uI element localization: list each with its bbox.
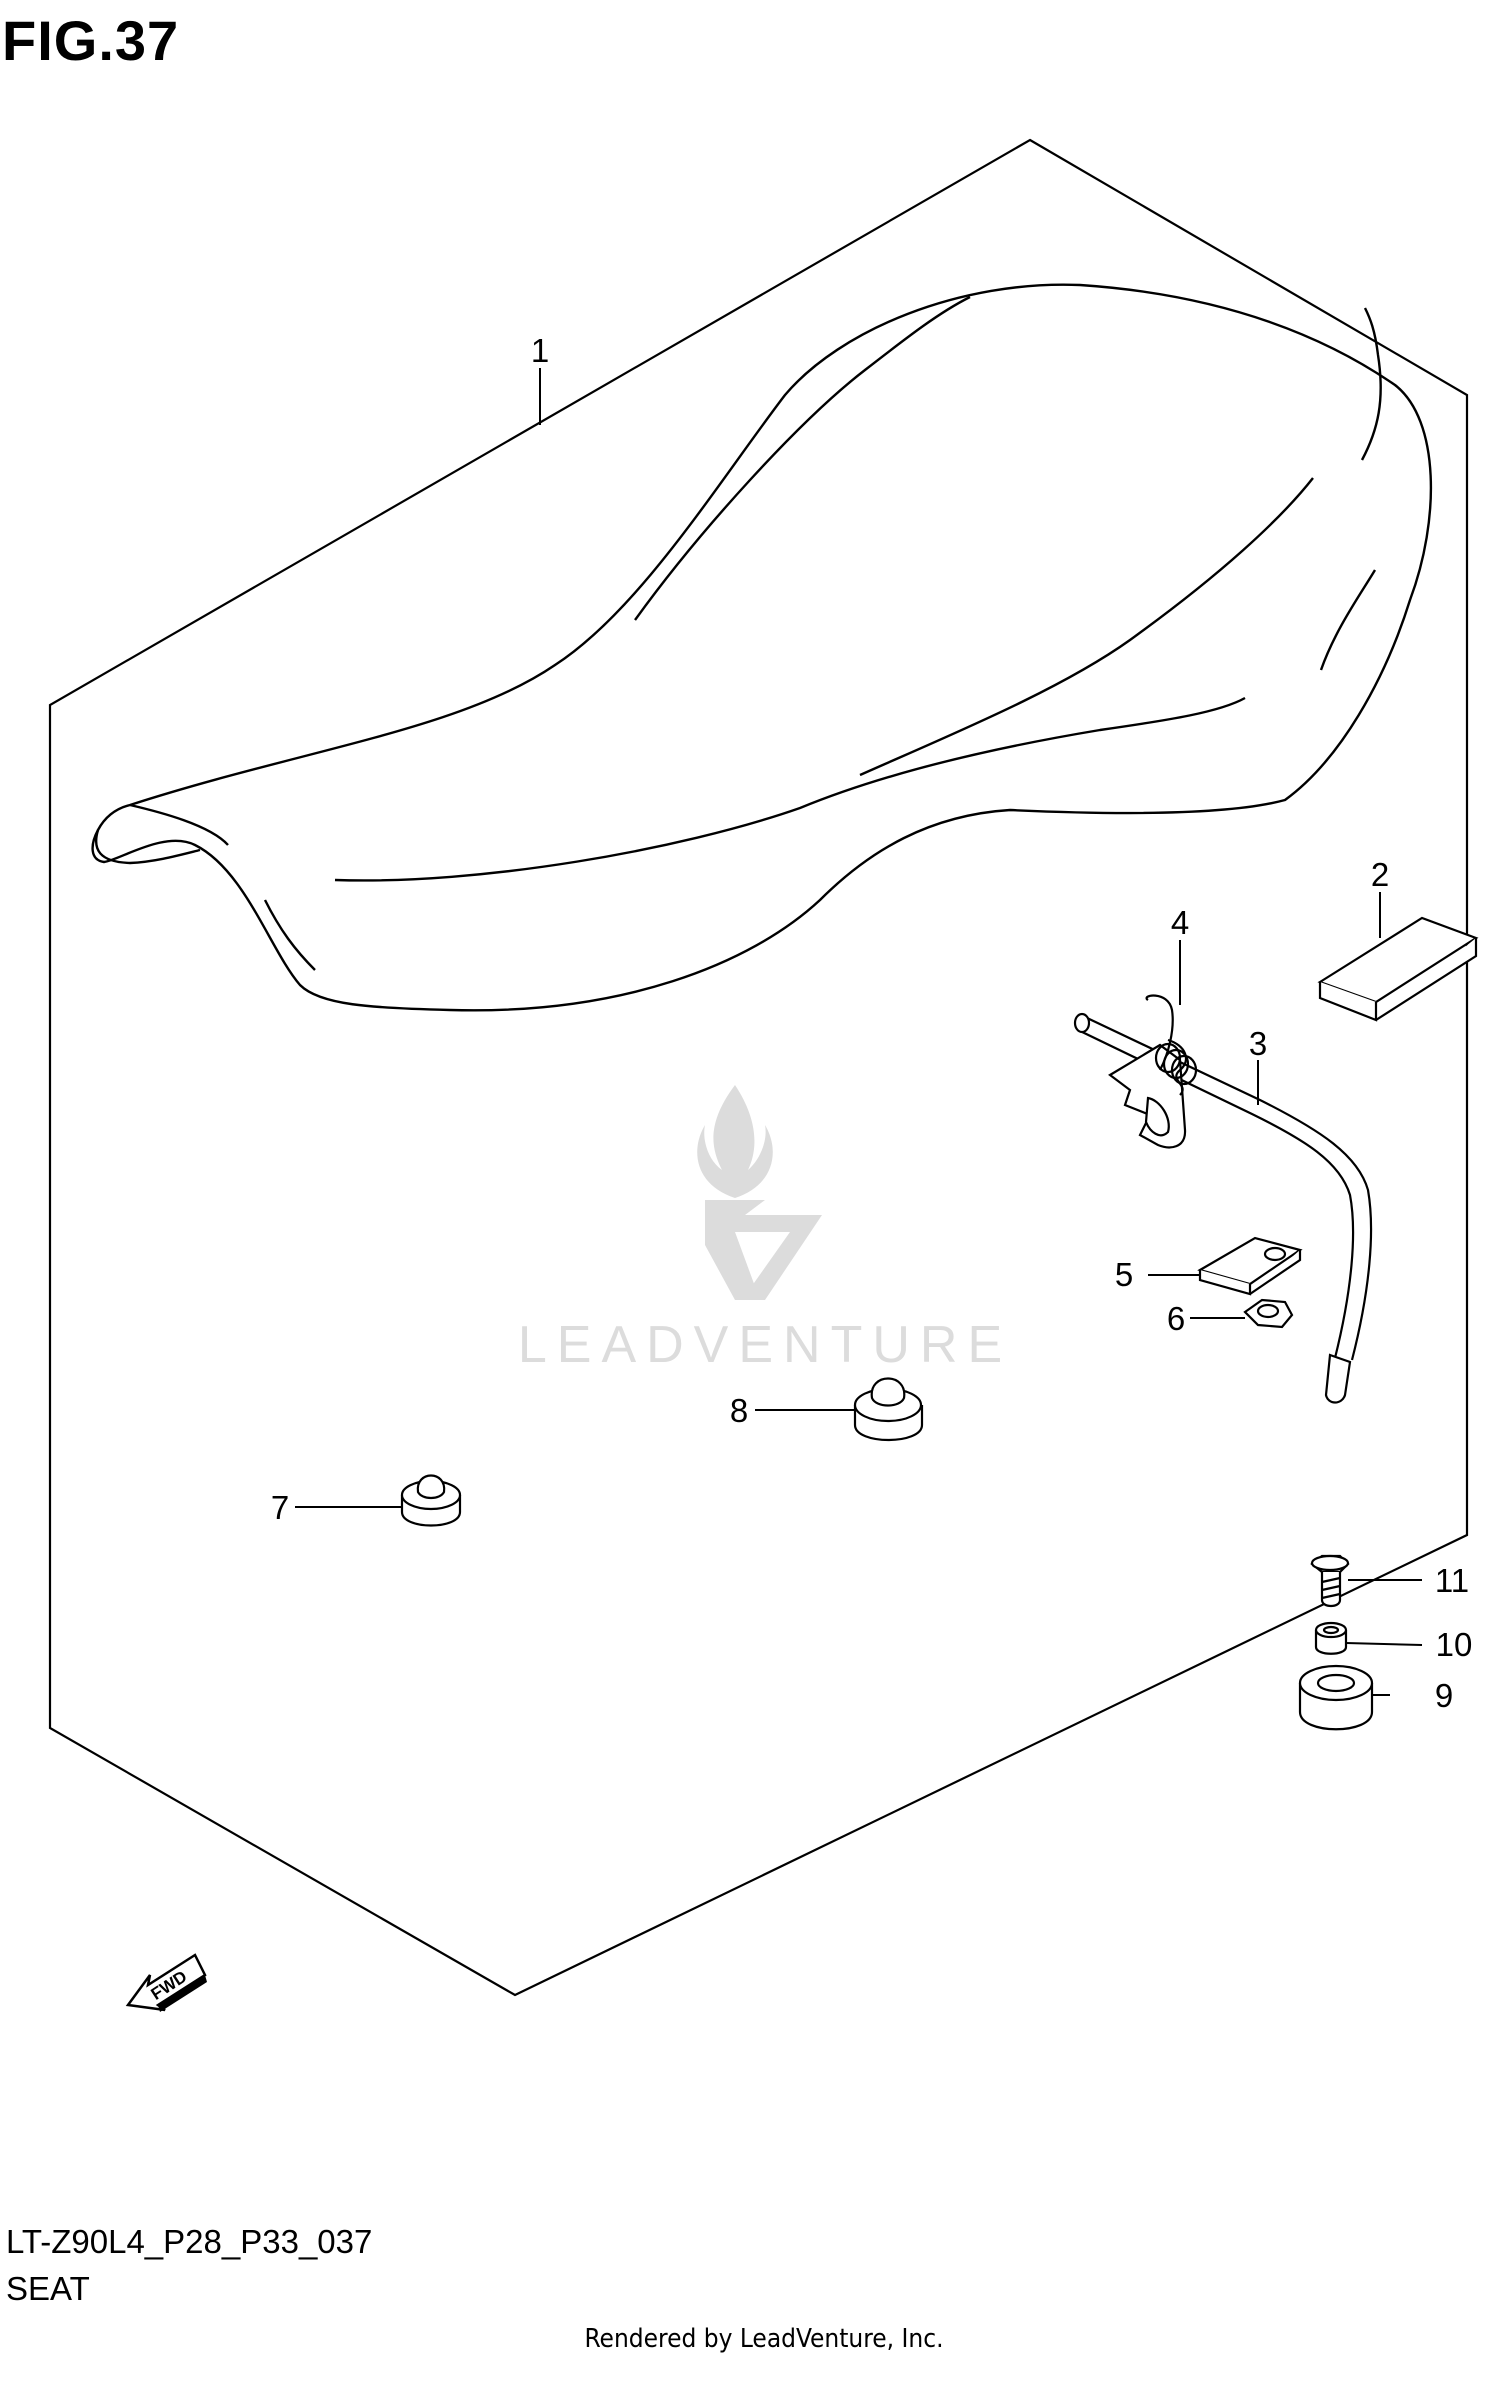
callout-11: 11: [1435, 1562, 1469, 1599]
watermark-text: LEADVENTURE: [518, 1316, 1012, 1374]
callout-labels: 1 2 3 4 5 6 7 8 9 10 11: [271, 332, 1473, 1714]
callout-5: 5: [1115, 1256, 1133, 1293]
forward-arrow-icon: FWD: [125, 1953, 207, 2012]
leadventure-watermark: LEADVENTURE: [518, 1085, 1012, 1374]
callout-7: 7: [271, 1489, 289, 1526]
cushion-7-drawing: [400, 1474, 462, 1527]
leader-lines: [295, 368, 1423, 1696]
callout-6: 6: [1167, 1300, 1185, 1337]
callout-4: 4: [1171, 904, 1189, 941]
diagram-name: SEAT: [6, 2270, 90, 2307]
callout-10: 10: [1436, 1626, 1473, 1663]
callout-9: 9: [1435, 1677, 1453, 1714]
callout-2: 2: [1371, 856, 1389, 893]
callout-1: 1: [531, 332, 549, 369]
figure-title: FIG.37: [2, 9, 180, 72]
callout-8: 8: [730, 1392, 748, 1429]
seat-drawing: [91, 283, 1433, 1012]
bolt-drawing: [1310, 1554, 1350, 1608]
cushion-8-drawing: [853, 1377, 924, 1441]
cushion-9-drawing: [1298, 1664, 1374, 1731]
plate-drawing: [1197, 1236, 1303, 1296]
assembly-boundary: [48, 138, 1469, 1997]
callout-3: 3: [1249, 1025, 1267, 1062]
seat-lock-rod-drawing: [1073, 994, 1373, 1404]
flame-icon: [697, 1085, 773, 1198]
diagram-code: LT-Z90L4_P28_P33_037: [6, 2223, 373, 2260]
rendered-by-credit: Rendered by LeadVenture, Inc.: [584, 2324, 944, 2354]
pad-drawing: [1317, 916, 1479, 1022]
nut-drawing: [1243, 1298, 1294, 1329]
spacer-drawing: [1314, 1621, 1348, 1655]
v-logo-icon: [705, 1200, 822, 1300]
